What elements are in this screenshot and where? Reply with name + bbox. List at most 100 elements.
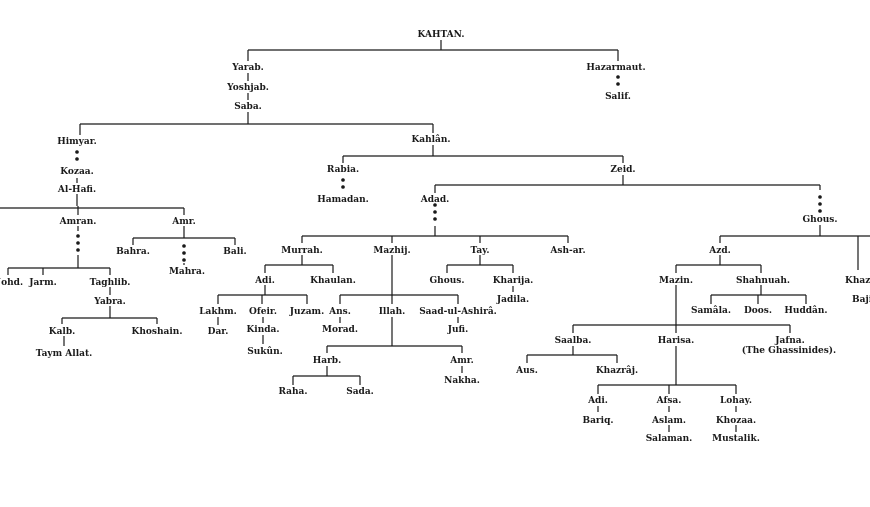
name-saad-ul-ashira: Saad-ul-Ashirâ. — [419, 306, 497, 317]
name-khazaa: Khaz- — [845, 276, 870, 286]
connector-ans-saad — [339, 317, 459, 323]
tree-connectors — [0, 40, 870, 432]
connector-mazhij — [339, 255, 459, 304]
person-names: KAHTAN. Yarab. Hazarmaut. Yoshjab. Salif… — [0, 30, 870, 444]
name-amran: Amran. — [59, 217, 97, 227]
name-khozaa: Khozaa. — [716, 416, 756, 426]
dot — [433, 217, 437, 221]
name-jafna: Jafna. — [774, 336, 804, 346]
name-tay: Tay. — [471, 246, 490, 256]
name-bahra: Bahra. — [116, 247, 150, 257]
dot — [182, 251, 186, 255]
connector-saba — [79, 123, 434, 135]
name-kinda: Kinda. — [246, 325, 279, 335]
connector-alhaf — [0, 206, 185, 215]
name-amr-2: Amr. — [449, 356, 474, 366]
name-saba: Saba. — [234, 102, 262, 112]
connector-lakhm-ofeir — [217, 317, 264, 344]
name-nakha: Nakha. — [444, 376, 480, 386]
name-adi-2: Adi. — [587, 396, 608, 406]
name-zeid: Zeid. — [610, 165, 635, 175]
name-yabra: Yabra. — [93, 297, 126, 307]
name-kalb: Kalb. — [49, 327, 76, 337]
name-amr-1: Amr. — [171, 217, 196, 227]
name-salif: Salif. — [605, 92, 631, 102]
dot — [818, 202, 822, 206]
connector-ghous1 — [719, 225, 870, 270]
name-raha: Raha. — [278, 387, 307, 397]
dot — [616, 75, 620, 79]
connector-kahlan — [342, 145, 624, 163]
dot — [75, 150, 79, 154]
name-juzam: Juzam. — [289, 307, 324, 317]
connector-harb — [292, 366, 361, 385]
name-ash-ar: Ash-ar. — [549, 246, 585, 256]
name-kahlan: Kahlân. — [411, 134, 450, 145]
dot — [76, 234, 80, 238]
name-mazin: Mazin. — [659, 276, 693, 286]
dot — [341, 178, 345, 182]
name-huddan: Huddân. — [784, 305, 827, 316]
name-kharija: Kharija. — [493, 276, 534, 286]
connector-murrah — [264, 255, 334, 273]
name-aus: Aus. — [515, 366, 538, 376]
name-bariq: Bariq. — [582, 416, 613, 426]
name-sada: Sada. — [346, 387, 374, 397]
name-ghassinides: (The Ghassinides). — [742, 345, 836, 356]
name-afsa: Afsa. — [656, 396, 682, 406]
dot — [433, 203, 437, 207]
name-dar: Dar. — [208, 327, 229, 337]
name-samala: Samâla. — [691, 305, 731, 316]
dot — [341, 185, 345, 189]
name-kahtan: KAHTAN. — [418, 30, 465, 40]
name-azd: Azd. — [708, 246, 731, 256]
connector-illah — [326, 317, 463, 353]
name-doos: Doos. — [744, 306, 772, 316]
name-taym-allat: Taym Allat. — [36, 349, 93, 359]
name-adi-1: Adi. — [254, 276, 275, 286]
name-sukun: Sukûn. — [247, 346, 283, 357]
connector-saalba — [526, 346, 618, 363]
connector-tay — [446, 255, 514, 292]
connector-taghlib — [61, 287, 158, 324]
name-nohd: Nohd. — [0, 278, 23, 288]
name-shahnuah: Shahnuah. — [736, 276, 790, 286]
connector-adi1 — [217, 285, 308, 304]
name-khaulan: Khaulan. — [310, 276, 356, 286]
name-baj: Baji — [852, 295, 870, 305]
connector-amr1 — [132, 226, 236, 265]
name-jadila: Jadila. — [496, 295, 529, 305]
name-khoshain: Khoshain. — [132, 327, 183, 337]
connector-adi2-afsa-lohay — [597, 406, 737, 432]
dot — [75, 157, 79, 161]
name-jarm: Jarm. — [28, 278, 57, 288]
connector-adad — [301, 226, 569, 243]
name-kozaa: Kozaa. — [60, 167, 94, 177]
name-mahra: Mahra. — [169, 267, 205, 277]
name-aslam: Aslam. — [651, 416, 686, 426]
connector-azd — [675, 255, 762, 273]
dot — [76, 241, 80, 245]
name-ofeir: Ofeir. — [249, 307, 277, 317]
connector-harisa — [597, 346, 737, 394]
name-ghous-2: Ghous. — [430, 276, 465, 286]
connector-zeid — [434, 175, 821, 193]
name-harisa: Harisa. — [658, 336, 695, 346]
name-murrah: Murrah. — [281, 246, 323, 256]
name-bali: Bali. — [223, 247, 246, 257]
name-mazhij: Mazhij. — [373, 246, 410, 256]
name-lohay: Lohay. — [720, 396, 752, 406]
dot — [433, 210, 437, 214]
name-adad: Adad. — [420, 195, 450, 205]
name-jufi: Jufi. — [447, 325, 468, 335]
name-salaman: Salaman. — [646, 434, 693, 444]
connector-mazin — [572, 285, 791, 333]
name-ghous-1: Ghous. — [803, 215, 838, 225]
name-hamadan: Hamadan. — [317, 195, 369, 205]
name-lakhm: Lakhm. — [199, 307, 237, 317]
name-saalba: Saalba. — [555, 336, 592, 346]
generation-dots — [75, 75, 822, 262]
name-khazraj: Khazrâj. — [596, 365, 638, 376]
dot — [818, 195, 822, 199]
